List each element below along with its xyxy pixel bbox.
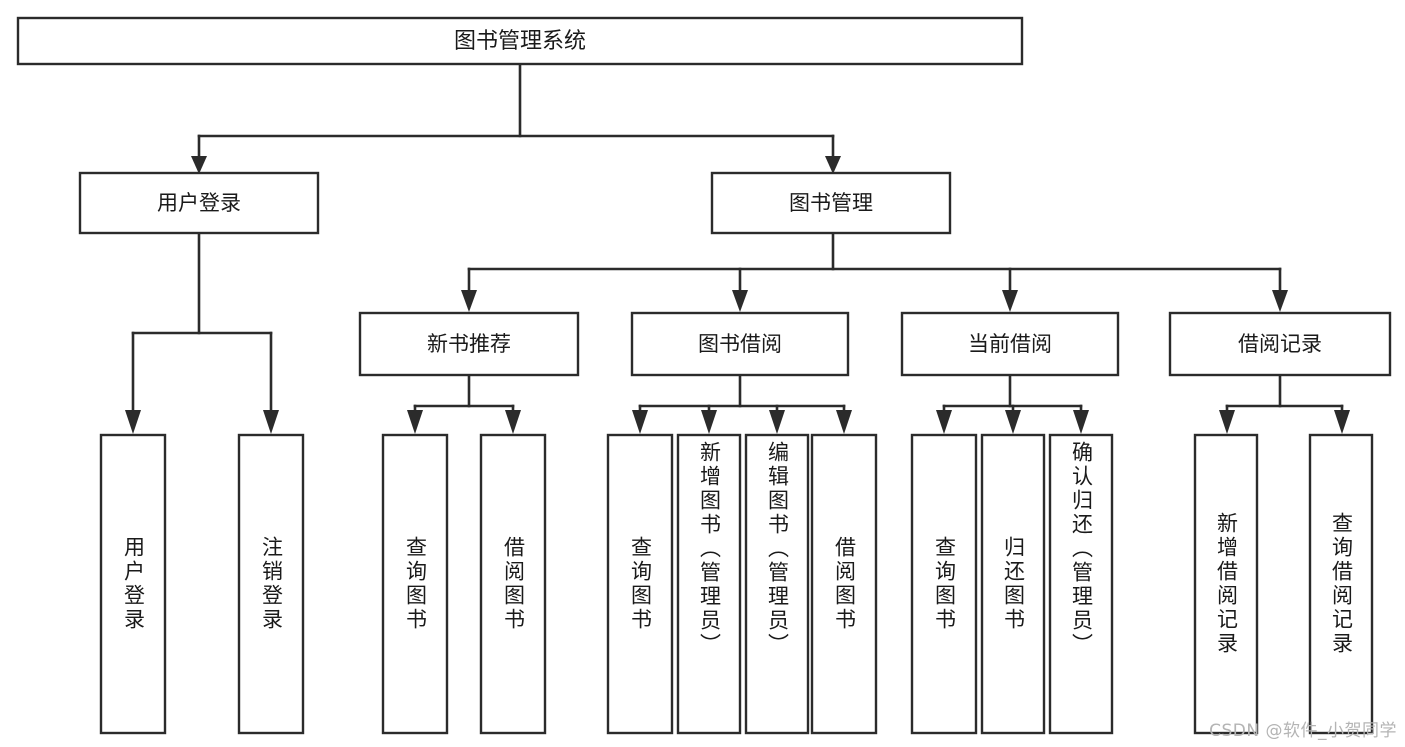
leaf-box-borrow-book-2[interactable] (810, 433, 878, 735)
node-root-label: 图书管理系统 (454, 29, 586, 54)
leaf-box-add-book[interactable] (676, 433, 742, 735)
connector-newbook-to-leaves (407, 373, 521, 434)
node-user-login[interactable]: 用户登录 (78, 171, 320, 235)
connector-current-to-leaves (936, 373, 1089, 434)
leaf-box-logout[interactable] (237, 433, 305, 735)
node-user-login-label: 用户登录 (157, 191, 241, 215)
leaf-box-add-record[interactable] (1193, 433, 1259, 735)
node-borrow-record-label: 借阅记录 (1238, 332, 1322, 356)
watermark-text: CSDN @软件_小贺同学 (1209, 721, 1397, 741)
leaf-box-return-book[interactable] (980, 433, 1046, 735)
leaf-box-query-book-2[interactable] (606, 433, 674, 735)
leaf-box-user-login[interactable] (99, 433, 167, 735)
node-new-book-recommend-label: 新书推荐 (427, 332, 511, 356)
node-borrow-record[interactable]: 借阅记录 (1168, 311, 1392, 377)
node-book-management-label: 图书管理 (789, 191, 873, 215)
node-book-borrow[interactable]: 图书借阅 (630, 311, 850, 377)
leaf-box-borrow-book-1[interactable] (479, 433, 547, 735)
connector-bookmgmt-to-level3 (461, 231, 1288, 312)
node-current-borrow[interactable]: 当前借阅 (900, 311, 1120, 377)
node-current-borrow-label: 当前借阅 (968, 332, 1052, 356)
connector-userlogin-to-leaves (125, 231, 279, 434)
leaf-box-confirm-return[interactable] (1048, 433, 1114, 735)
node-book-management[interactable]: 图书管理 (710, 171, 952, 235)
connector-record-to-leaves (1219, 373, 1350, 434)
leaf-box-query-book-1[interactable] (381, 433, 449, 735)
leaf-box-query-record[interactable] (1308, 433, 1374, 735)
connector-root-to-level2 (191, 62, 841, 174)
leaf-box-edit-book[interactable] (744, 433, 810, 735)
node-new-book-recommend[interactable]: 新书推荐 (358, 311, 580, 377)
node-root[interactable]: 图书管理系统 (16, 16, 1024, 66)
leaf-box-query-book-3[interactable] (910, 433, 978, 735)
node-book-borrow-label: 图书借阅 (698, 332, 782, 356)
connector-borrow-to-leaves (632, 373, 852, 434)
